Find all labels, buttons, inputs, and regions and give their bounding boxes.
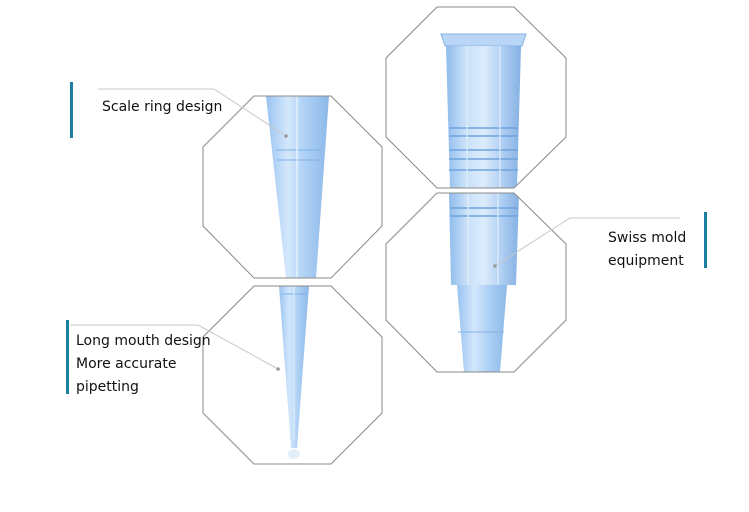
leader-dot-long-mouth: [276, 367, 280, 371]
leader-dot-scale-ring: [284, 134, 288, 138]
long-mouth-label-line-2: More accurate: [76, 356, 177, 372]
swiss-mold-label: Swiss mold equipment: [608, 227, 686, 273]
long-mouth-panel: [202, 285, 383, 465]
leader-line-scale-ring: [98, 88, 287, 137]
tip-top-panel: [385, 6, 567, 189]
accent-bar-long-mouth: [66, 320, 69, 394]
octagon-frame: [385, 192, 567, 373]
accent-bar-swiss-mold: [704, 212, 707, 268]
tip-rim: [440, 33, 527, 47]
swiss-mold-label-line-1: Swiss mold: [608, 230, 687, 246]
tip-narrow-body: [457, 285, 507, 372]
scale-ring-label: Scale ring design: [102, 96, 222, 119]
swiss-mold-panel: [385, 192, 567, 373]
scale-ring-label-text: Scale ring design: [102, 99, 223, 115]
tip-mid-body: [449, 193, 519, 285]
leader-dot-swiss-mold: [493, 264, 497, 268]
tip-wide-body: [446, 46, 521, 188]
accent-bar-scale-ring: [70, 82, 73, 138]
octagon-frame: [385, 6, 567, 189]
octagon-frame: [202, 95, 383, 279]
long-mouth-label-line-3: pipetting: [76, 379, 139, 395]
leader-line-swiss-mold: [494, 217, 680, 267]
octagon-frame: [202, 285, 383, 465]
leader-line-long-mouth: [70, 324, 279, 370]
long-mouth-label: Long mouth design More accurate pipettin…: [76, 330, 211, 399]
long-mouth-label-line-1: Long mouth design: [76, 333, 211, 349]
scale-ring-panel: [202, 95, 383, 279]
swiss-mold-label-line-2: equipment: [608, 253, 684, 269]
